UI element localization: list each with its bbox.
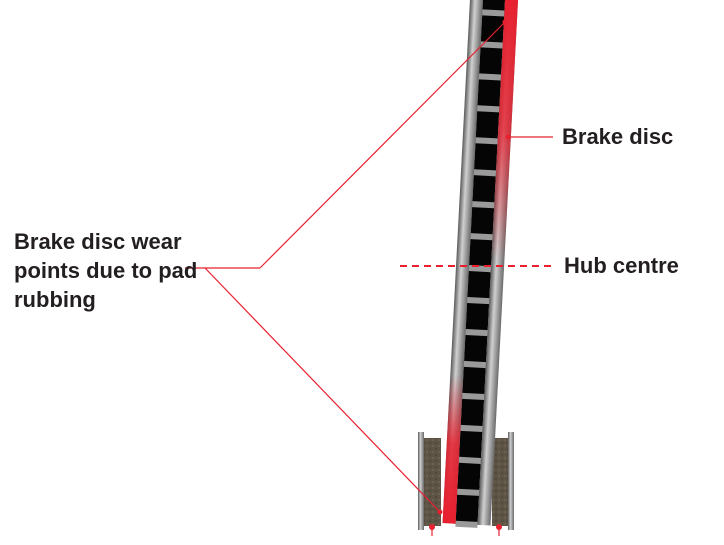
vent-rib bbox=[472, 201, 495, 209]
wear-area-bottom bbox=[442, 0, 484, 524]
right-brake-pad bbox=[492, 432, 514, 530]
vent-rib bbox=[455, 520, 478, 528]
vent-rib bbox=[477, 105, 500, 113]
vent-rib bbox=[458, 456, 482, 464]
vent-rib bbox=[467, 297, 490, 305]
vent-rib bbox=[470, 233, 493, 241]
vent-rib bbox=[475, 137, 498, 145]
vent-rib bbox=[482, 9, 505, 17]
hub-centre-label: Hub centre bbox=[564, 253, 679, 278]
vent-rib bbox=[480, 41, 503, 49]
brake-disc bbox=[442, 0, 519, 528]
wear-area-top bbox=[477, 0, 519, 526]
vent-rib bbox=[462, 392, 485, 401]
marker-dots bbox=[429, 19, 511, 530]
vent-rib bbox=[457, 488, 480, 496]
vent-rib bbox=[465, 328, 488, 337]
wear-points-label: Brake disc wear points due to pad rubbin… bbox=[14, 229, 198, 312]
vent-rib bbox=[473, 169, 497, 177]
brake-disc-label: Brake disc bbox=[562, 124, 674, 149]
vent-rib bbox=[463, 360, 487, 369]
vent-rib bbox=[478, 73, 502, 81]
vent-rib bbox=[460, 424, 483, 432]
left-brake-pad bbox=[418, 432, 441, 530]
wear-leader-lines bbox=[185, 21, 556, 536]
